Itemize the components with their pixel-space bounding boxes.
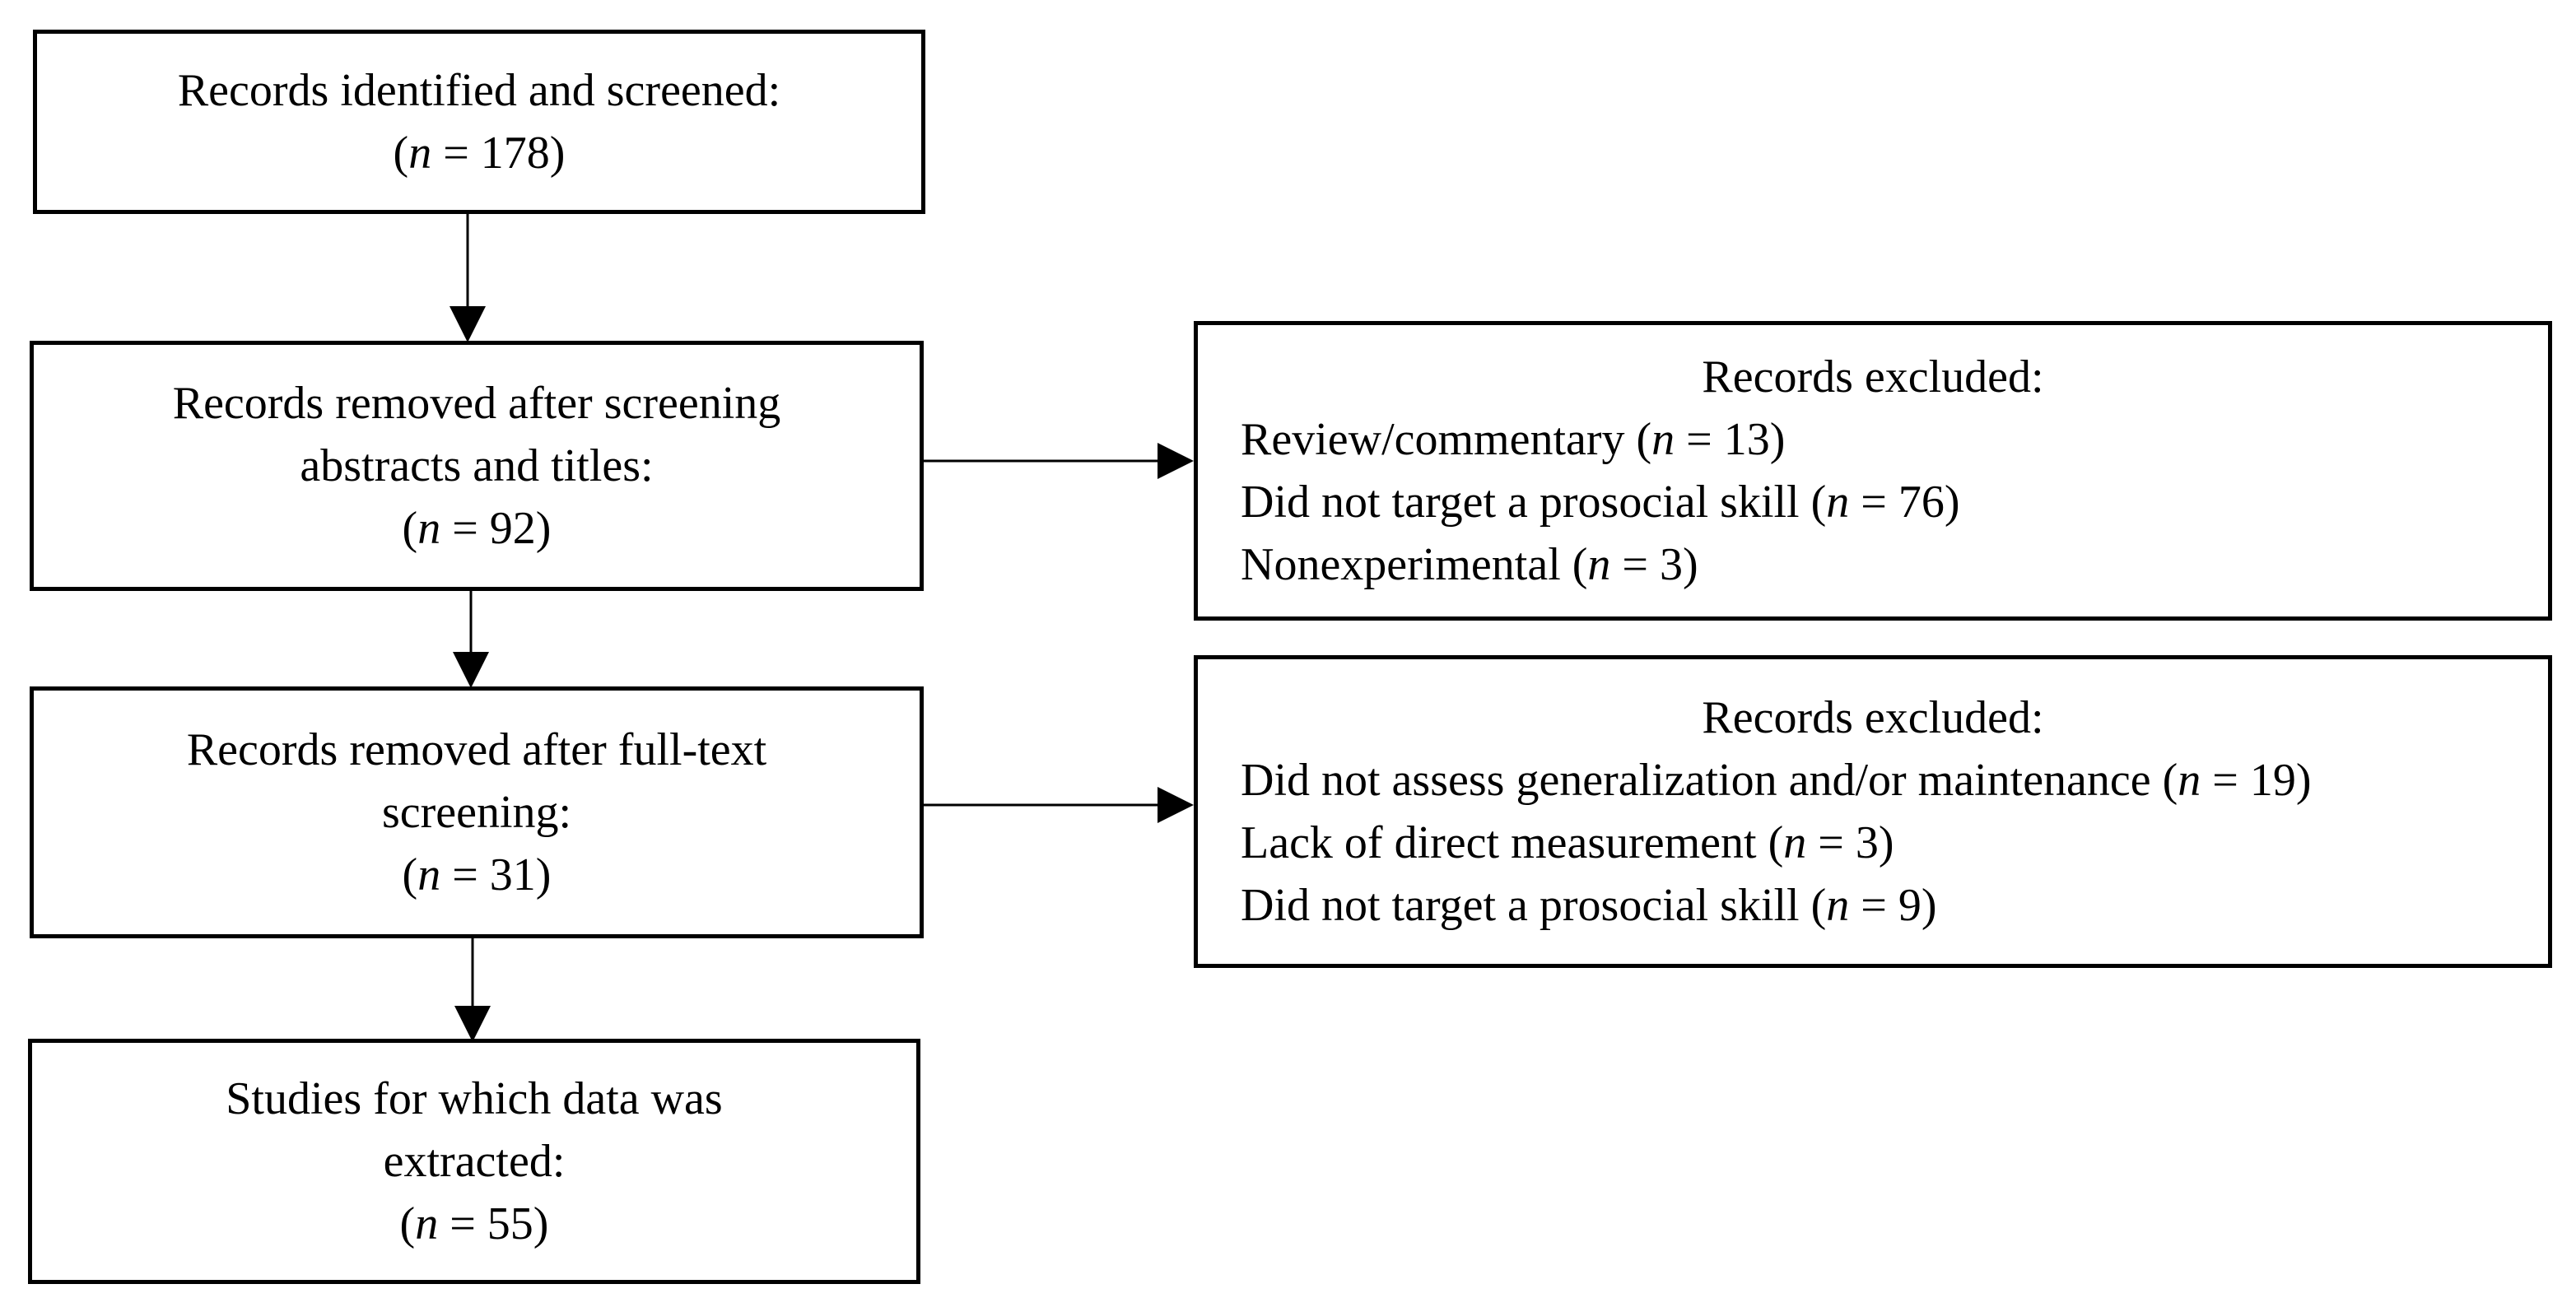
- box-label-line-2: screening:: [381, 787, 572, 838]
- box-label-line-2: abstracts and titles:: [300, 440, 654, 491]
- excluded-item: Lack of direct measurement (n = 3): [1241, 817, 1894, 868]
- n-symbol: n: [1587, 539, 1611, 590]
- box-count: (n = 92): [402, 503, 552, 554]
- excluded-title: Records excluded:: [1702, 351, 2044, 402]
- excluded-item: Review/commentary (n = 13): [1241, 414, 1786, 465]
- box-count: (n = 178): [393, 128, 566, 179]
- n-symbol: n: [417, 503, 441, 554]
- arrow-screening-to-excluded-1: [922, 443, 1194, 479]
- box-removed-after-screening: Records removed after screening abstract…: [30, 341, 924, 591]
- box-label-line-1: Records removed after full-text: [186, 724, 767, 775]
- n-symbol: n: [417, 849, 441, 900]
- box-label-line-1: Studies for which data was: [226, 1073, 723, 1124]
- arrow-fulltext-to-extracted: [454, 937, 491, 1042]
- excluded-title: Records excluded:: [1702, 692, 2044, 743]
- arrow-identified-to-screening: [450, 212, 486, 342]
- box-excluded-after-screening: Records excluded: Review/commentary (n =…: [1194, 321, 2552, 621]
- box-count: (n = 31): [402, 849, 552, 900]
- box-label: Records identified and screened:: [177, 65, 781, 116]
- box-count: (n = 55): [399, 1198, 549, 1249]
- arrow-fulltext-to-excluded-2: [922, 787, 1194, 823]
- n-symbol: n: [1651, 414, 1675, 465]
- excluded-item: Did not target a prosocial skill (n = 9): [1241, 880, 1937, 931]
- excluded-item: Did not assess generalization and/or mai…: [1241, 755, 2312, 806]
- arrow-screening-to-fulltext: [453, 589, 489, 688]
- box-studies-extracted: Studies for which data was extracted: (n…: [28, 1039, 920, 1284]
- box-excluded-after-fulltext: Records excluded: Did not assess general…: [1194, 655, 2552, 968]
- n-symbol: n: [408, 128, 432, 179]
- n-symbol: n: [415, 1198, 439, 1249]
- box-label-line-1: Records removed after screening: [172, 378, 781, 429]
- box-removed-after-fulltext: Records removed after full-text screenin…: [30, 686, 924, 938]
- box-label-line-2: extracted:: [383, 1136, 566, 1187]
- excluded-item: Did not target a prosocial skill (n = 76…: [1241, 477, 1960, 528]
- n-symbol: n: [1826, 880, 1850, 931]
- excluded-item: Nonexperimental (n = 3): [1241, 539, 1698, 590]
- n-symbol: n: [1783, 817, 1807, 868]
- n-symbol: n: [1826, 477, 1850, 528]
- box-records-identified: Records identified and screened: (n = 17…: [33, 30, 925, 214]
- n-symbol: n: [2178, 755, 2201, 806]
